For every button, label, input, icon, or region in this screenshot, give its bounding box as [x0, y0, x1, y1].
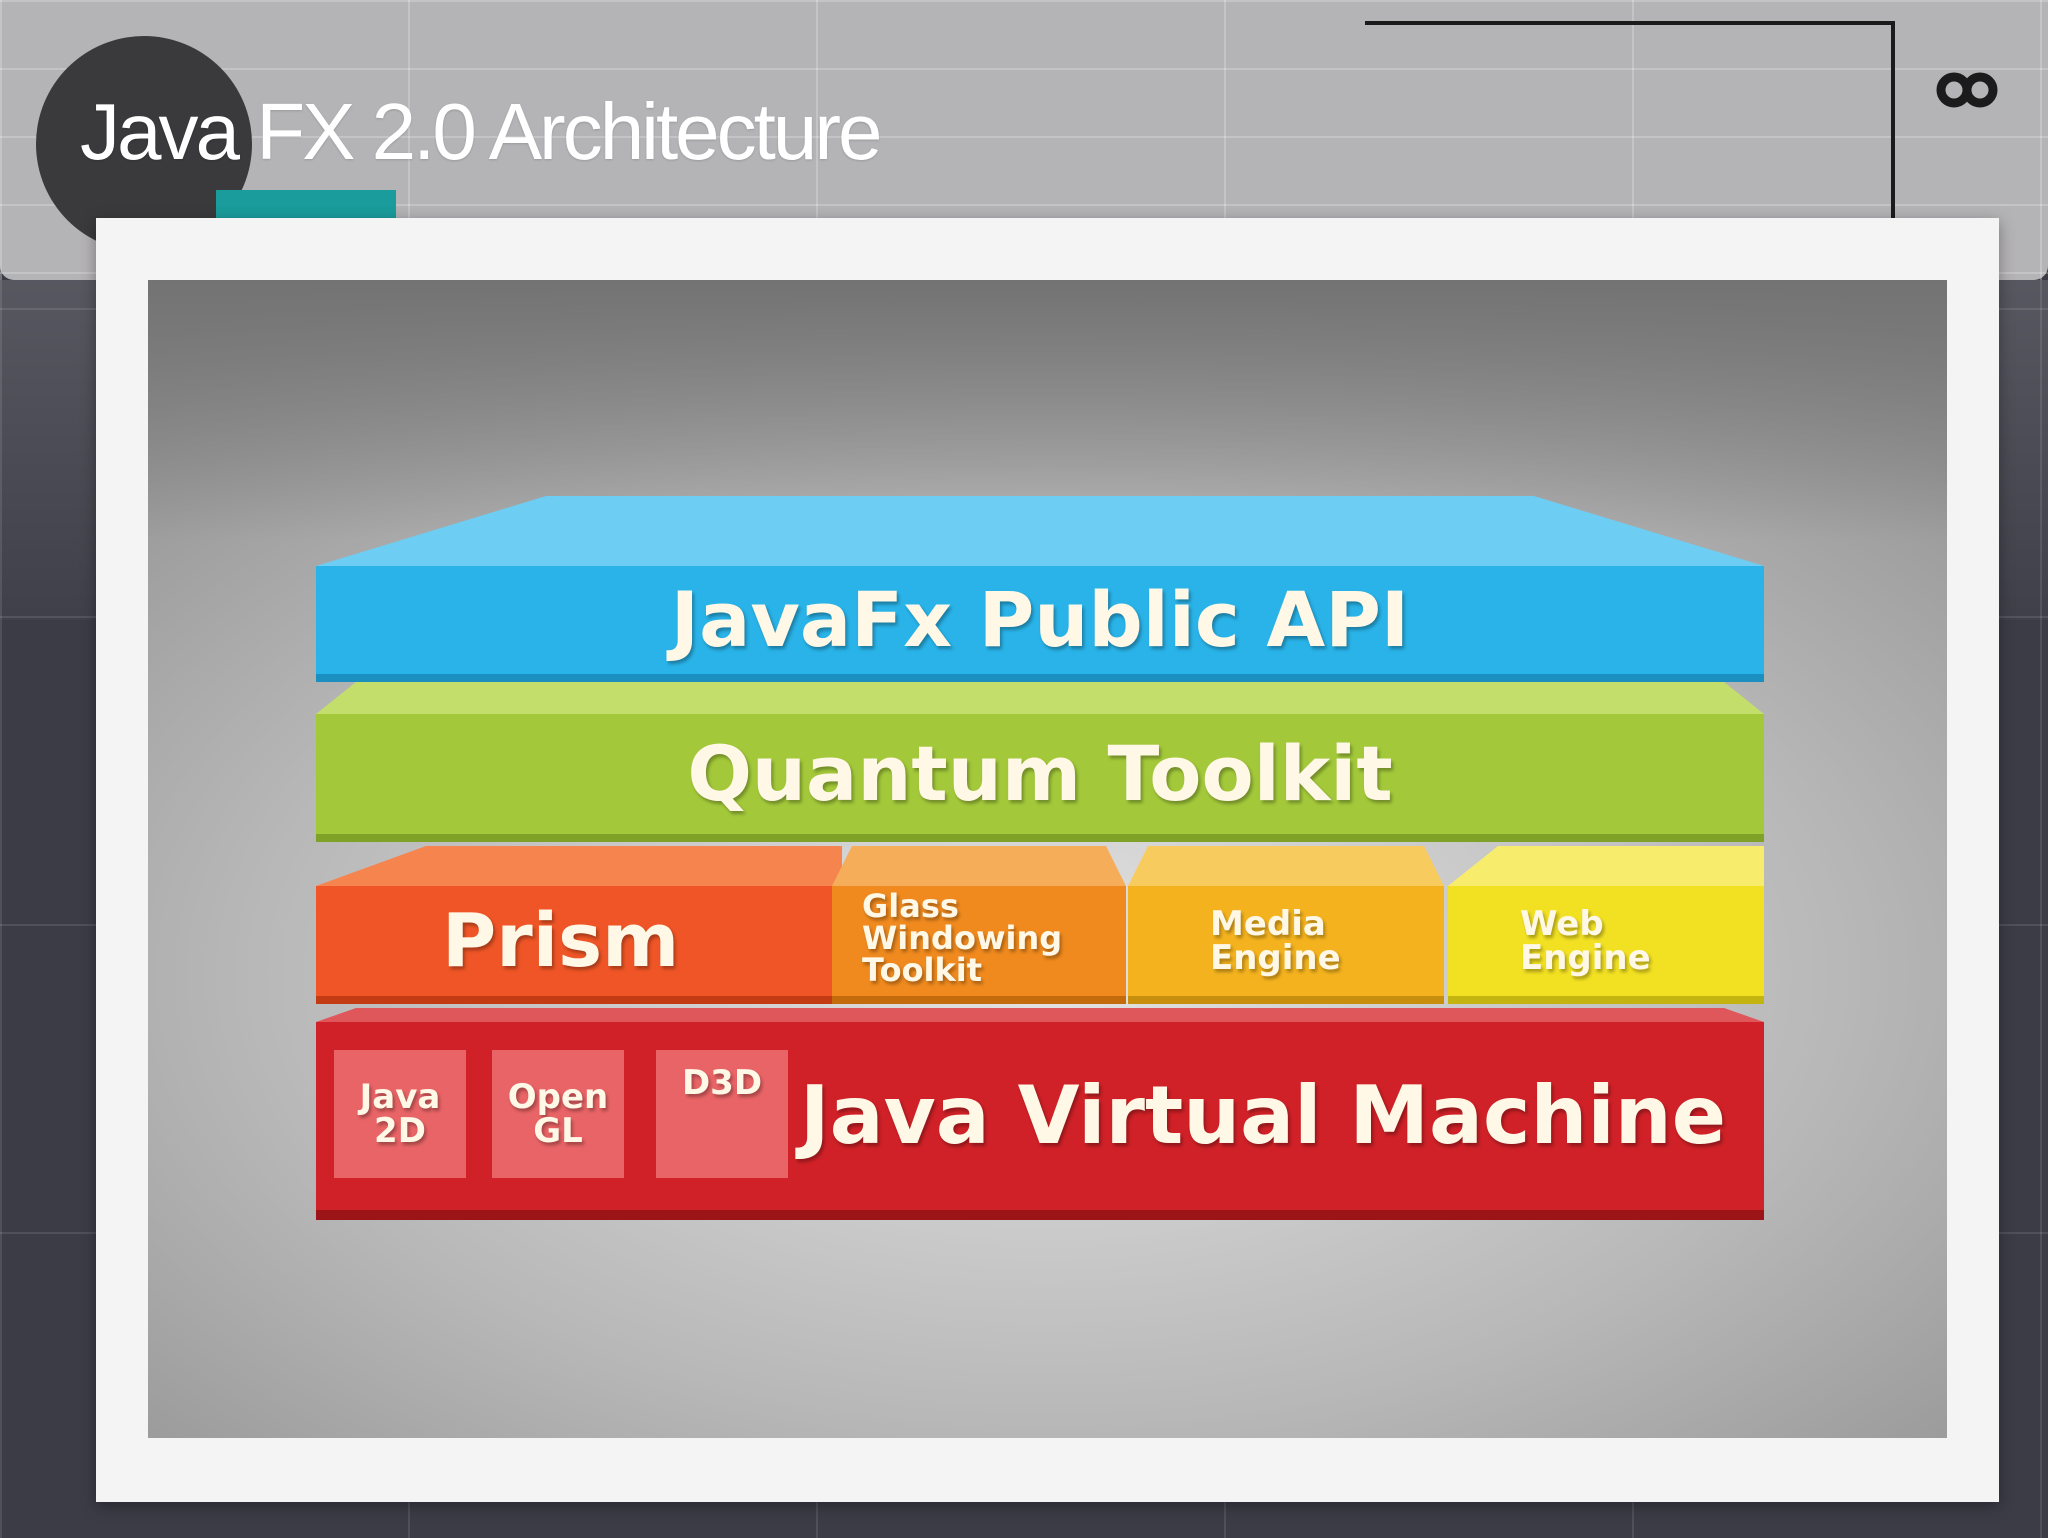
layer-public-api-shape: [316, 496, 1764, 682]
block-glass-windowing-toolkit: Glass Windowing Toolkit: [832, 846, 1126, 1004]
layer-java-virtual-machine: Java Virtual Machine Java 2D Open GL D3D: [316, 1008, 1764, 1220]
layer-public-api-label: JavaFx Public API: [670, 575, 1410, 664]
architecture-diagram: JavaFx Public API Quantum Toolkit Prism …: [148, 280, 1947, 1438]
layer-public-api: JavaFx Public API: [316, 496, 1764, 682]
title-accent-bar: [216, 190, 396, 218]
layer-quantum-toolkit: Quantum Toolkit: [316, 682, 1764, 842]
jvm-box-d3d: D3D: [656, 1050, 788, 1178]
jvm-box-java-2d-label: Java 2D: [359, 1077, 441, 1151]
block-glass-shape: [832, 846, 1126, 1004]
block-media-label: Media Engine: [1210, 904, 1341, 978]
jvm-box-java-2d: Java 2D: [334, 1050, 466, 1178]
layer-jvm-label: Java Virtual Machine: [799, 1069, 1726, 1162]
block-glass-label: Glass Windowing Toolkit: [862, 887, 1063, 989]
block-media-engine: Media Engine: [1128, 846, 1444, 1004]
block-web-label: Web Engine: [1520, 904, 1651, 978]
block-prism: Prism: [316, 846, 842, 1004]
block-web-engine: Web Engine: [1448, 846, 1764, 1004]
layer-quantum-toolkit-label: Quantum Toolkit: [687, 729, 1393, 818]
decorative-frame: [1365, 21, 1895, 265]
jvm-box-open-gl: Open GL: [492, 1050, 624, 1178]
block-prism-label: Prism: [442, 898, 680, 984]
block-web-shape: [1448, 846, 1764, 1004]
block-prism-shape: [316, 846, 842, 1004]
block-media-shape: [1128, 846, 1444, 1004]
infinity-icon[interactable]: [1936, 66, 1998, 114]
page-title: Java FX 2.0 Architecture: [80, 87, 883, 176]
layer-quantum-toolkit-shape: [316, 682, 1764, 842]
jvm-box-d3d-label: D3D: [681, 1063, 763, 1103]
jvm-box-open-gl-label: Open GL: [507, 1077, 609, 1151]
